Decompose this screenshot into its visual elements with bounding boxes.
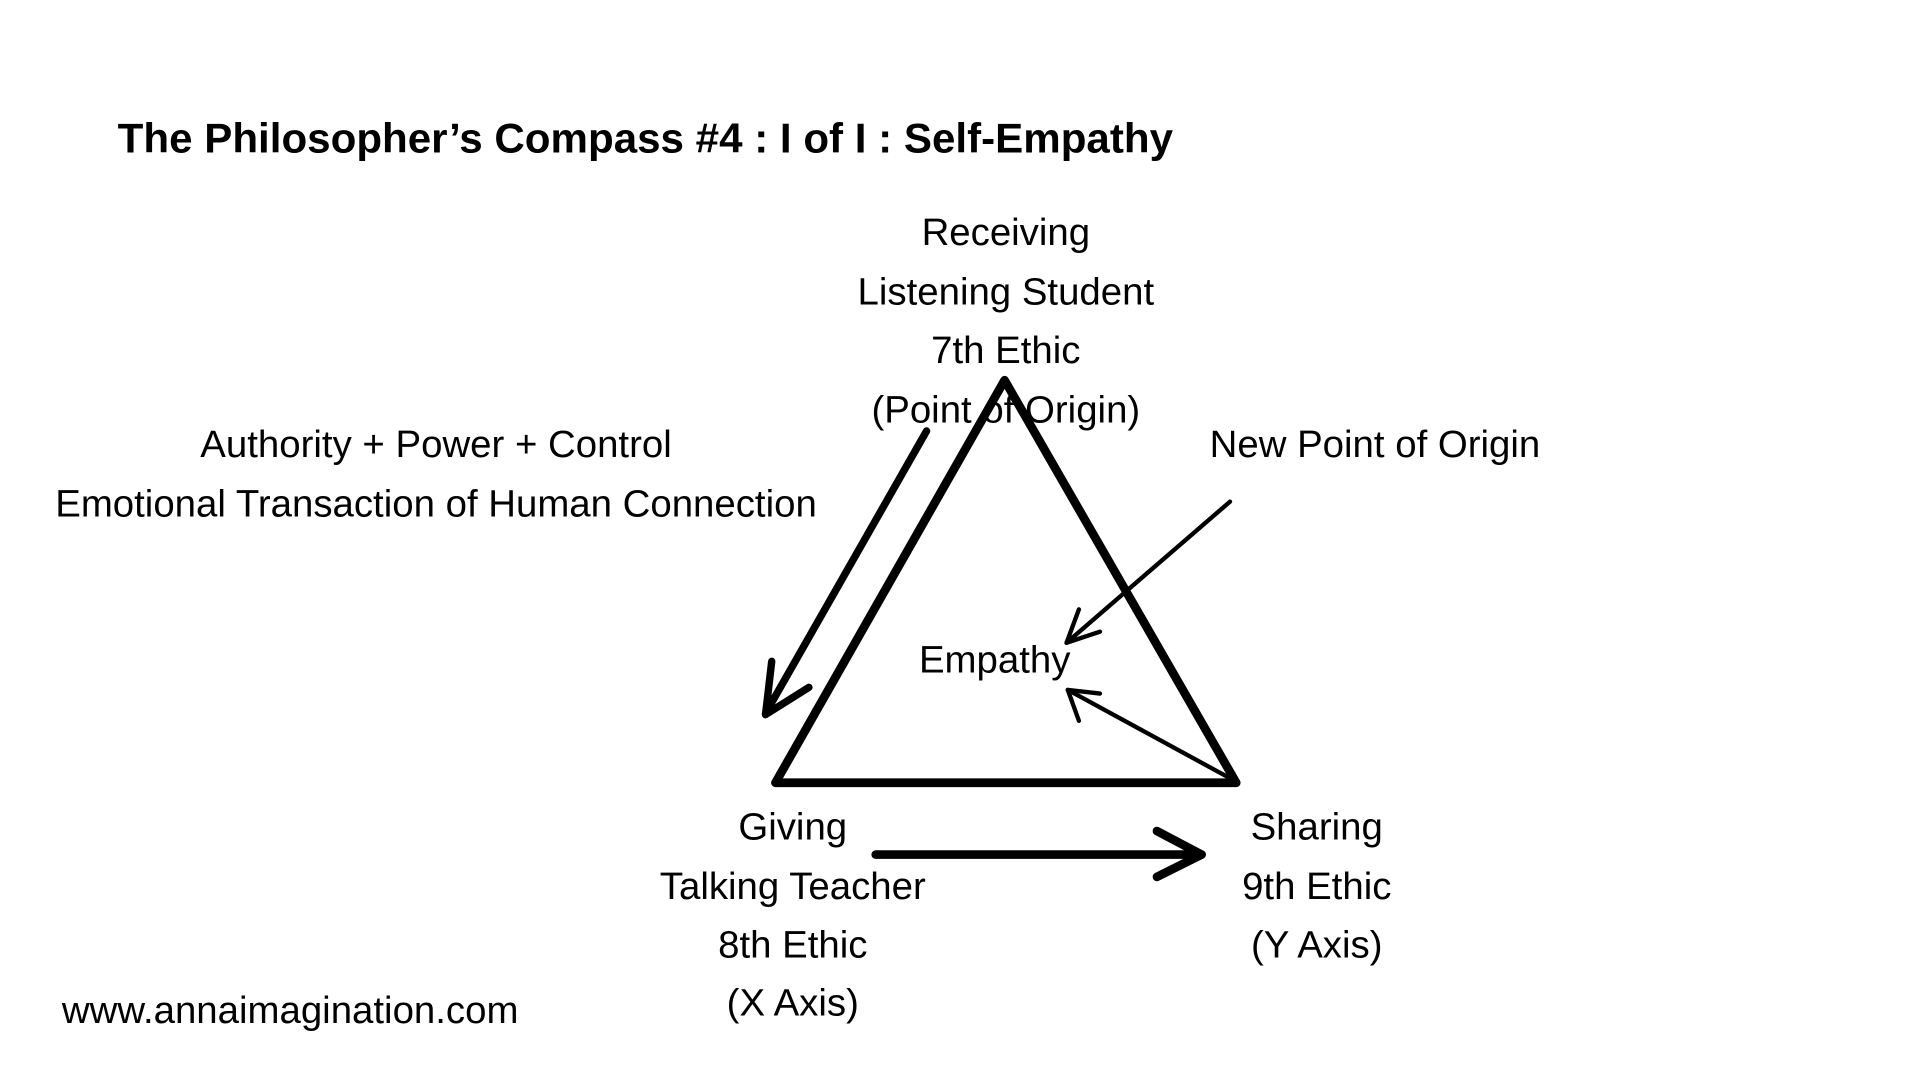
arrow-sharing-shaft xyxy=(1065,687,1236,783)
arrow-authority-shaft xyxy=(761,427,931,718)
node-bottom-right-line-2: 9th Ethic xyxy=(1242,865,1391,908)
annotation-left-line-2: Emotional Transaction of Human Connectio… xyxy=(55,482,817,525)
arrow-new-origin-to-empathy xyxy=(1064,499,1233,645)
node-bottom-left-line-3: 8th Ethic xyxy=(718,923,867,966)
node-top-line-1: Receiving xyxy=(922,211,1091,254)
node-top: Receiving Listening Student 7th Ethic (P… xyxy=(858,211,1155,431)
arrow-giving-to-sharing xyxy=(871,826,1206,882)
node-bottom-left: Giving Talking Teacher 8th Ethic (X Axis… xyxy=(660,806,926,1025)
node-bottom-left-line-2: Talking Teacher xyxy=(660,865,926,908)
arrow-new-origin-shaft xyxy=(1064,499,1233,645)
node-bottom-right-line-1: Sharing xyxy=(1251,806,1383,849)
node-bottom-right-line-3: (Y Axis) xyxy=(1251,923,1383,966)
arrow-giving-head-icon xyxy=(1152,826,1206,882)
arrow-authority-head-icon xyxy=(761,657,813,719)
compass-triangle xyxy=(771,375,1241,788)
node-bottom-right: Sharing 9th Ethic (Y Axis) xyxy=(1242,806,1391,967)
center-label-empathy: Empathy xyxy=(919,639,1071,682)
arrow-sharing-head-icon xyxy=(1065,687,1103,723)
website-link[interactable]: www.annaimagination.com xyxy=(61,989,519,1032)
annotation-left: Authority + Power + Control Emotional Tr… xyxy=(55,423,817,525)
arrow-new-origin-head-icon xyxy=(1064,607,1103,645)
node-bottom-left-line-4: (X Axis) xyxy=(727,982,859,1025)
node-top-line-3: 7th Ethic xyxy=(931,329,1080,372)
node-bottom-left-line-1: Giving xyxy=(738,806,847,849)
page-title: The Philosopher’s Compass #4 : I of I : … xyxy=(118,114,1174,161)
node-top-line-4: (Point of Origin) xyxy=(871,388,1140,431)
node-top-line-2: Listening Student xyxy=(858,271,1155,314)
arrow-authority-down xyxy=(761,427,931,719)
annotation-left-line-1: Authority + Power + Control xyxy=(200,423,671,466)
annotation-new-point-of-origin: New Point of Origin xyxy=(1210,423,1541,466)
arrow-sharing-to-empathy xyxy=(1065,687,1236,783)
